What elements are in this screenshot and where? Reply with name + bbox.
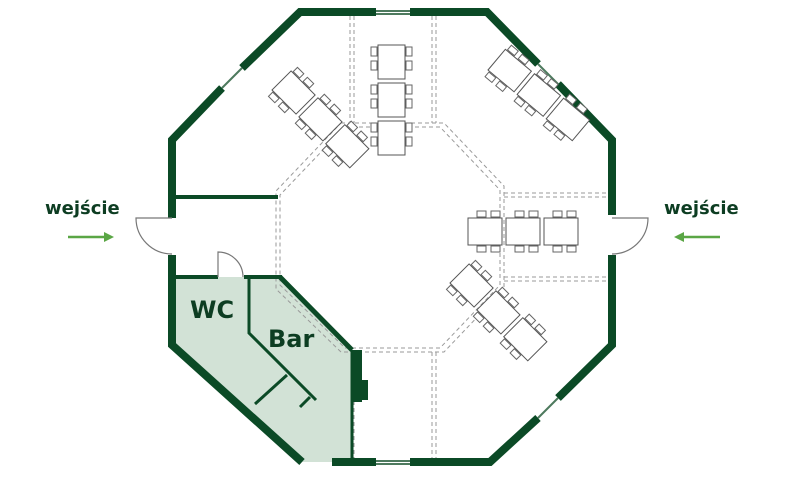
chair bbox=[472, 311, 485, 324]
chair bbox=[329, 103, 342, 116]
chair bbox=[528, 210, 539, 218]
chair bbox=[370, 60, 378, 71]
chair bbox=[546, 77, 559, 90]
table bbox=[325, 123, 370, 169]
chair bbox=[405, 46, 413, 57]
table bbox=[505, 217, 541, 246]
chair bbox=[405, 122, 413, 133]
arrow-left-icon bbox=[674, 232, 720, 242]
chair bbox=[370, 98, 378, 109]
right-door bbox=[611, 217, 649, 255]
chair bbox=[552, 245, 563, 253]
chair bbox=[445, 284, 458, 297]
chair bbox=[524, 104, 537, 117]
chair bbox=[534, 323, 547, 336]
chair bbox=[277, 101, 290, 114]
bar-counter bbox=[352, 350, 362, 402]
chair bbox=[484, 71, 497, 84]
table bbox=[487, 48, 533, 93]
chair bbox=[370, 84, 378, 95]
table-group bbox=[467, 210, 579, 253]
table bbox=[298, 97, 343, 142]
wc-label: WC bbox=[190, 296, 234, 324]
chair bbox=[480, 269, 493, 282]
chair bbox=[566, 210, 577, 218]
chair bbox=[476, 245, 487, 253]
chair bbox=[405, 98, 413, 109]
chair bbox=[566, 245, 577, 253]
table-group bbox=[445, 259, 548, 362]
interior-walls bbox=[172, 195, 354, 462]
wc-bar-area bbox=[172, 277, 352, 462]
chair bbox=[506, 44, 519, 57]
chair bbox=[495, 80, 508, 93]
table bbox=[271, 70, 316, 115]
chair bbox=[482, 321, 495, 334]
chair bbox=[455, 294, 468, 307]
outer-walls bbox=[168, 8, 616, 466]
chair bbox=[370, 136, 378, 147]
chair bbox=[490, 245, 501, 253]
table bbox=[377, 120, 406, 156]
chair bbox=[356, 130, 369, 143]
table-group bbox=[267, 66, 370, 169]
chair bbox=[405, 60, 413, 71]
chair bbox=[405, 136, 413, 147]
doors bbox=[135, 217, 649, 278]
left-door bbox=[135, 217, 173, 255]
chair bbox=[346, 120, 359, 133]
chair bbox=[513, 95, 526, 108]
chair bbox=[509, 348, 522, 361]
wc-door bbox=[217, 251, 244, 278]
chair bbox=[507, 296, 520, 309]
chair bbox=[514, 210, 525, 218]
chair bbox=[331, 155, 344, 168]
table bbox=[503, 316, 548, 362]
chair bbox=[553, 129, 566, 141]
chair bbox=[476, 210, 487, 218]
table bbox=[545, 97, 591, 142]
chair bbox=[497, 286, 510, 299]
windows bbox=[221, 10, 559, 465]
table-group bbox=[484, 44, 591, 142]
chair bbox=[405, 84, 413, 95]
chair bbox=[321, 145, 334, 158]
bar-label: Bar bbox=[268, 325, 314, 353]
chair bbox=[319, 93, 332, 106]
chair bbox=[575, 102, 588, 115]
table-group bbox=[370, 44, 413, 156]
table bbox=[476, 290, 521, 335]
chair bbox=[542, 120, 555, 132]
dashed-zones bbox=[275, 16, 608, 458]
tables bbox=[267, 44, 591, 362]
chair bbox=[517, 53, 530, 66]
table bbox=[377, 44, 406, 80]
chair bbox=[370, 46, 378, 57]
entrance-left-label: wejście bbox=[45, 198, 120, 219]
chair bbox=[370, 122, 378, 133]
chair bbox=[302, 76, 315, 89]
chair bbox=[524, 313, 537, 326]
chair bbox=[552, 210, 563, 218]
chair bbox=[470, 259, 483, 272]
chair bbox=[292, 66, 305, 79]
table bbox=[377, 82, 406, 118]
chair bbox=[304, 128, 317, 141]
table bbox=[543, 217, 579, 246]
chair bbox=[565, 93, 578, 106]
table bbox=[449, 263, 494, 308]
chair bbox=[490, 210, 501, 218]
entrance-right-label: wejście bbox=[664, 198, 739, 219]
chair bbox=[535, 68, 549, 81]
table bbox=[516, 73, 562, 117]
arrow-right-icon bbox=[68, 232, 114, 242]
chair bbox=[514, 245, 525, 253]
chair bbox=[267, 91, 280, 104]
chair bbox=[499, 338, 512, 351]
chair bbox=[294, 118, 307, 131]
table bbox=[467, 217, 503, 246]
chair bbox=[528, 245, 539, 253]
